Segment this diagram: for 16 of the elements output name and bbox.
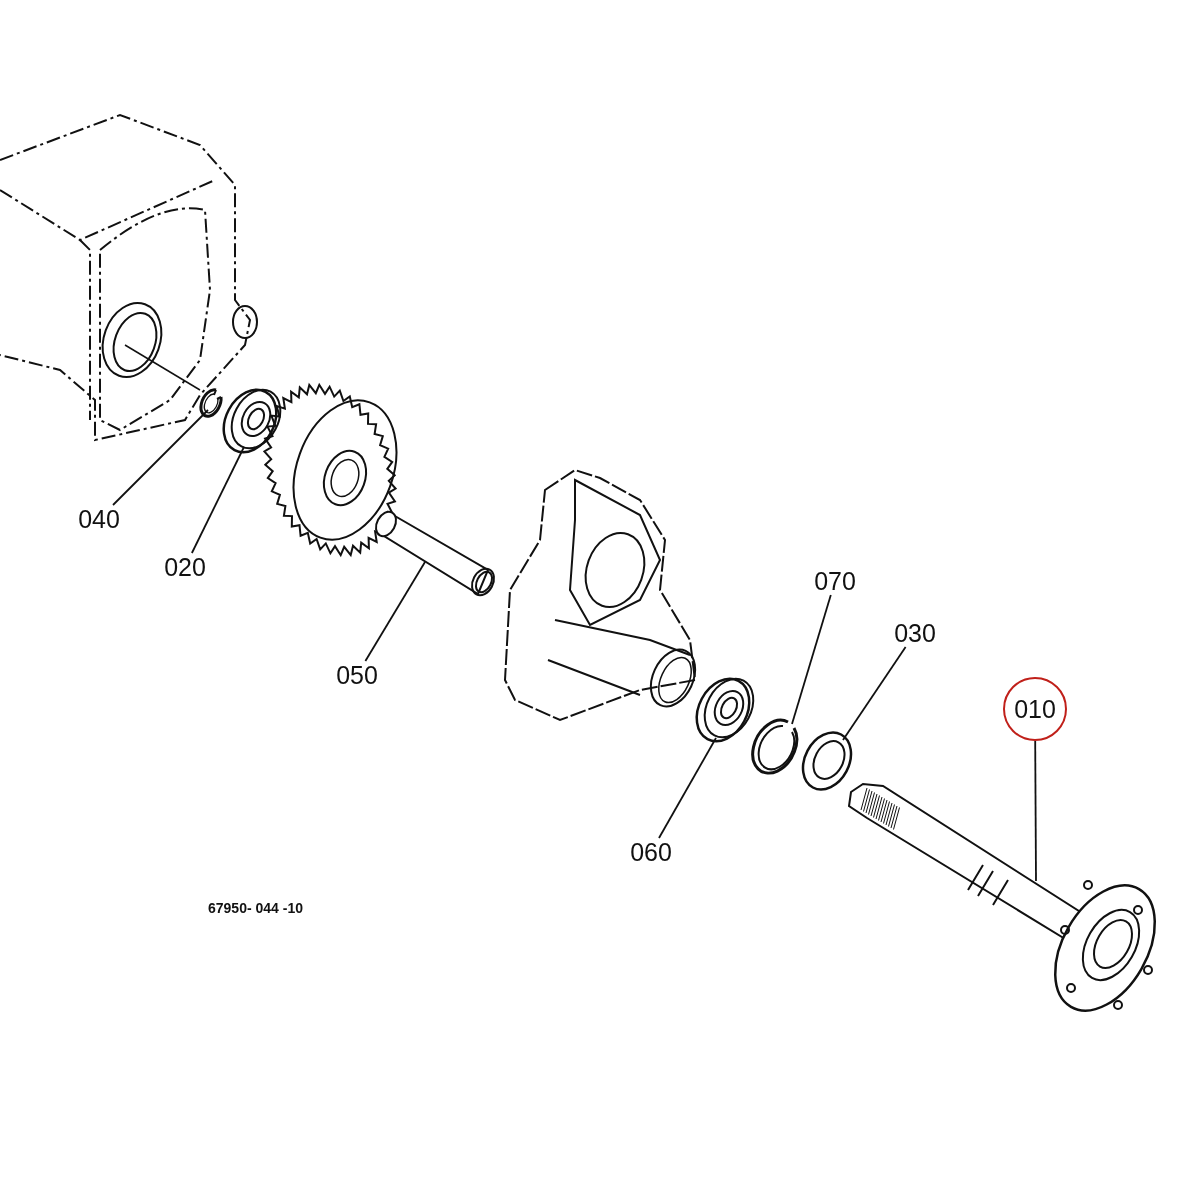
callout-number: 060	[622, 838, 680, 866]
callout-number: 070	[806, 567, 864, 595]
callout-number: 010	[1003, 677, 1067, 741]
callout-number: 020	[156, 553, 214, 581]
leader-line	[112, 409, 209, 506]
leader-line	[842, 646, 907, 741]
drawing-number: 67950- 044 -10	[208, 900, 303, 916]
leader-line	[364, 561, 426, 662]
callout-number: 050	[328, 661, 386, 689]
callout-number: 040	[70, 505, 128, 533]
callout-number: 030	[886, 619, 944, 647]
snap-ring-drawing	[198, 385, 226, 419]
leader-line	[191, 446, 245, 554]
leader-line	[1034, 740, 1037, 882]
leader-line	[658, 737, 717, 839]
leader-line	[791, 594, 832, 725]
